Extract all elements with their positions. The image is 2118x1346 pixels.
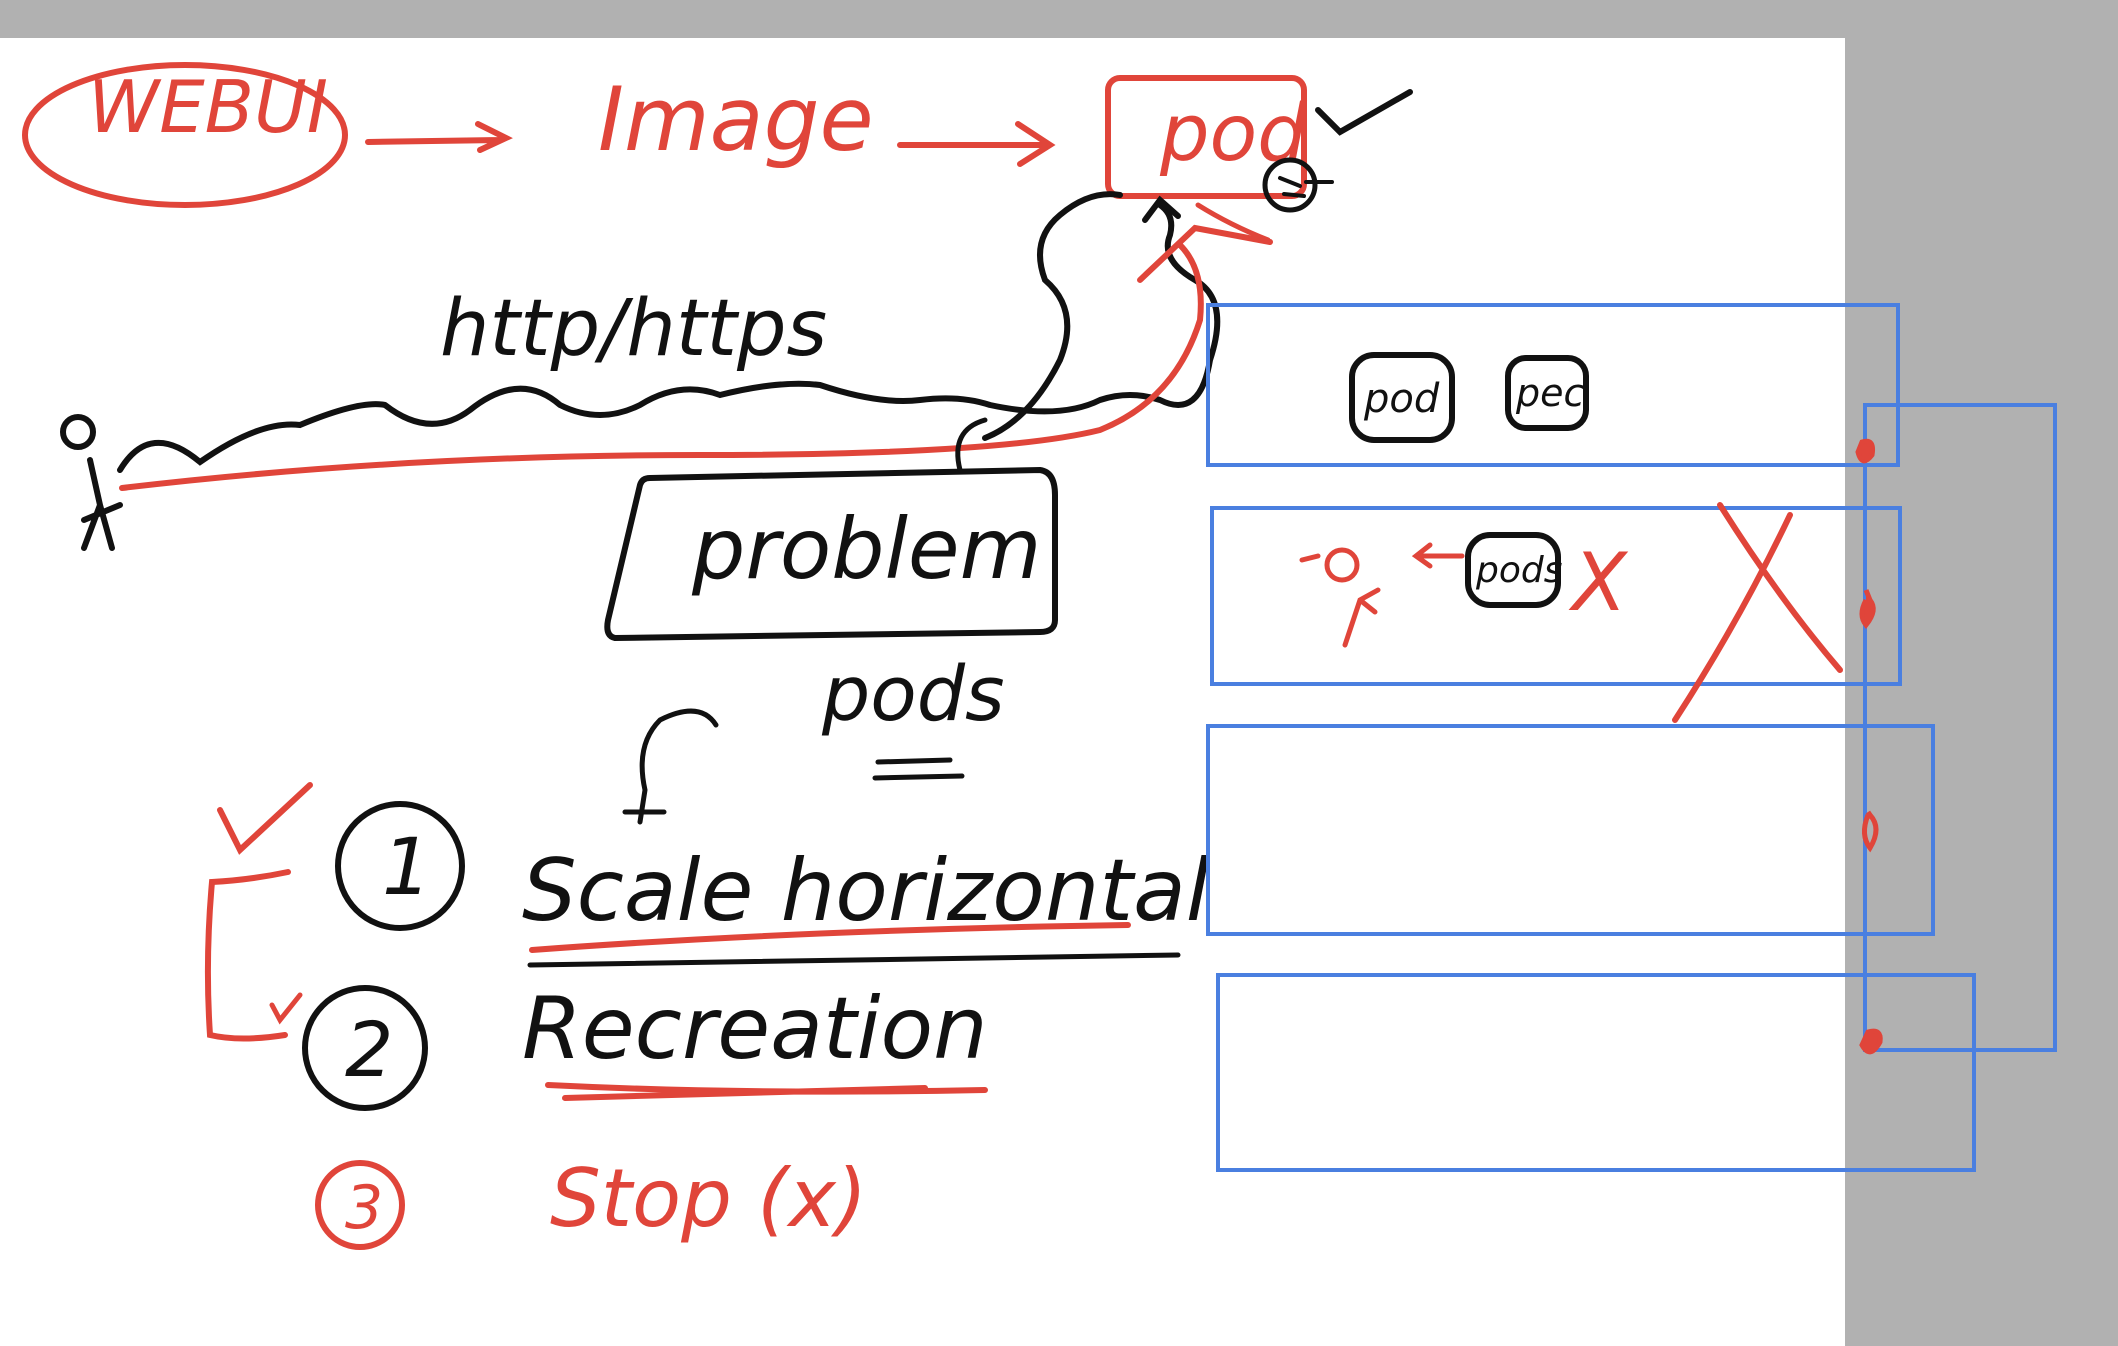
red-dot-4 [1859, 1028, 1883, 1055]
step-1-number: 1 [382, 823, 432, 913]
pods-underline [872, 757, 965, 781]
black-loop [982, 191, 1123, 441]
error-marker [1262, 157, 1318, 213]
step-3: 3 Stop (x) [315, 1152, 867, 1250]
red-dot-3 [1862, 810, 1879, 853]
image-label: Image [598, 68, 874, 171]
step-1-red-underline [529, 922, 1131, 953]
red-dot-2 [1859, 589, 1876, 630]
dead-user-head [1324, 547, 1360, 583]
mini-pods-box [1465, 532, 1561, 608]
checkmark-1 [217, 782, 313, 855]
red-arrow-tail [1195, 202, 1271, 243]
node-box-2: pods X [1210, 506, 1902, 686]
node-box-3 [1206, 724, 1935, 936]
checkmark-2 [269, 992, 303, 1025]
mini-pod-label: pod [1363, 376, 1440, 422]
problem-box [604, 466, 1058, 642]
step-2-red-underline [545, 1082, 988, 1101]
problem-node: problem [604, 417, 1058, 642]
small-x-label: X [1568, 536, 1629, 629]
step-2-text: Recreation [522, 979, 988, 1079]
mini-pec-label: pec [1515, 371, 1585, 415]
error-marker-tail [1278, 176, 1334, 198]
node-box-4 [1216, 973, 1976, 1172]
pod-box [1105, 75, 1307, 199]
step-2: 2 Recreation [302, 979, 988, 1111]
step-3-circle [315, 1160, 405, 1250]
arrow-to-pods [1411, 542, 1465, 569]
step-3-text: Stop (x) [550, 1152, 867, 1245]
webui-ellipse [22, 62, 348, 208]
protocol-label: http/https [440, 284, 827, 374]
step-1-circle [335, 801, 465, 931]
black-arrow-up [1142, 195, 1181, 223]
step-3-number: 3 [345, 1173, 383, 1243]
red-arrow-up [1137, 224, 1273, 283]
problem-hook [955, 417, 988, 473]
pod-node: pod [1105, 75, 1413, 213]
top-toolbar [0, 0, 2118, 38]
big-x-mark [1672, 502, 1843, 723]
step-2-circle [302, 985, 428, 1111]
whiteboard-canvas[interactable] [0, 38, 1845, 1346]
webui-label: WEBUI [88, 65, 328, 149]
mini-pod-box [1349, 352, 1455, 443]
node-box-1-frame [1206, 303, 1900, 467]
pod-label: pod [1159, 89, 1307, 179]
step-1-black-underline [527, 952, 1181, 968]
arrow-image-pod [897, 121, 1056, 167]
user-stick-figure [60, 414, 123, 551]
step-2-number: 2 [345, 1005, 393, 1094]
dead-user-body [1299, 553, 1381, 648]
problem-label: problem [691, 500, 1041, 598]
red-request-line [119, 242, 1204, 491]
webui-node: WEBUI [22, 62, 348, 208]
mini-pods-label: pods [1475, 550, 1562, 591]
check-mark [1315, 89, 1413, 136]
steps-bracket [204, 869, 291, 1042]
mini-pec-box [1505, 355, 1589, 431]
node-box-1: pod pec [1206, 303, 1900, 467]
pods-label: pods [821, 649, 1005, 738]
arrow-webui-image [365, 121, 513, 153]
side-panel [1845, 38, 2118, 1346]
step-1: 1 Scale horizontal [335, 801, 1210, 968]
red-dot-1 [1855, 438, 1875, 464]
wavy-request-line [117, 202, 1221, 473]
user-body [81, 457, 123, 551]
node-box-2-frame [1210, 506, 1902, 686]
user-head [60, 414, 96, 450]
curved-pointer [622, 708, 719, 825]
